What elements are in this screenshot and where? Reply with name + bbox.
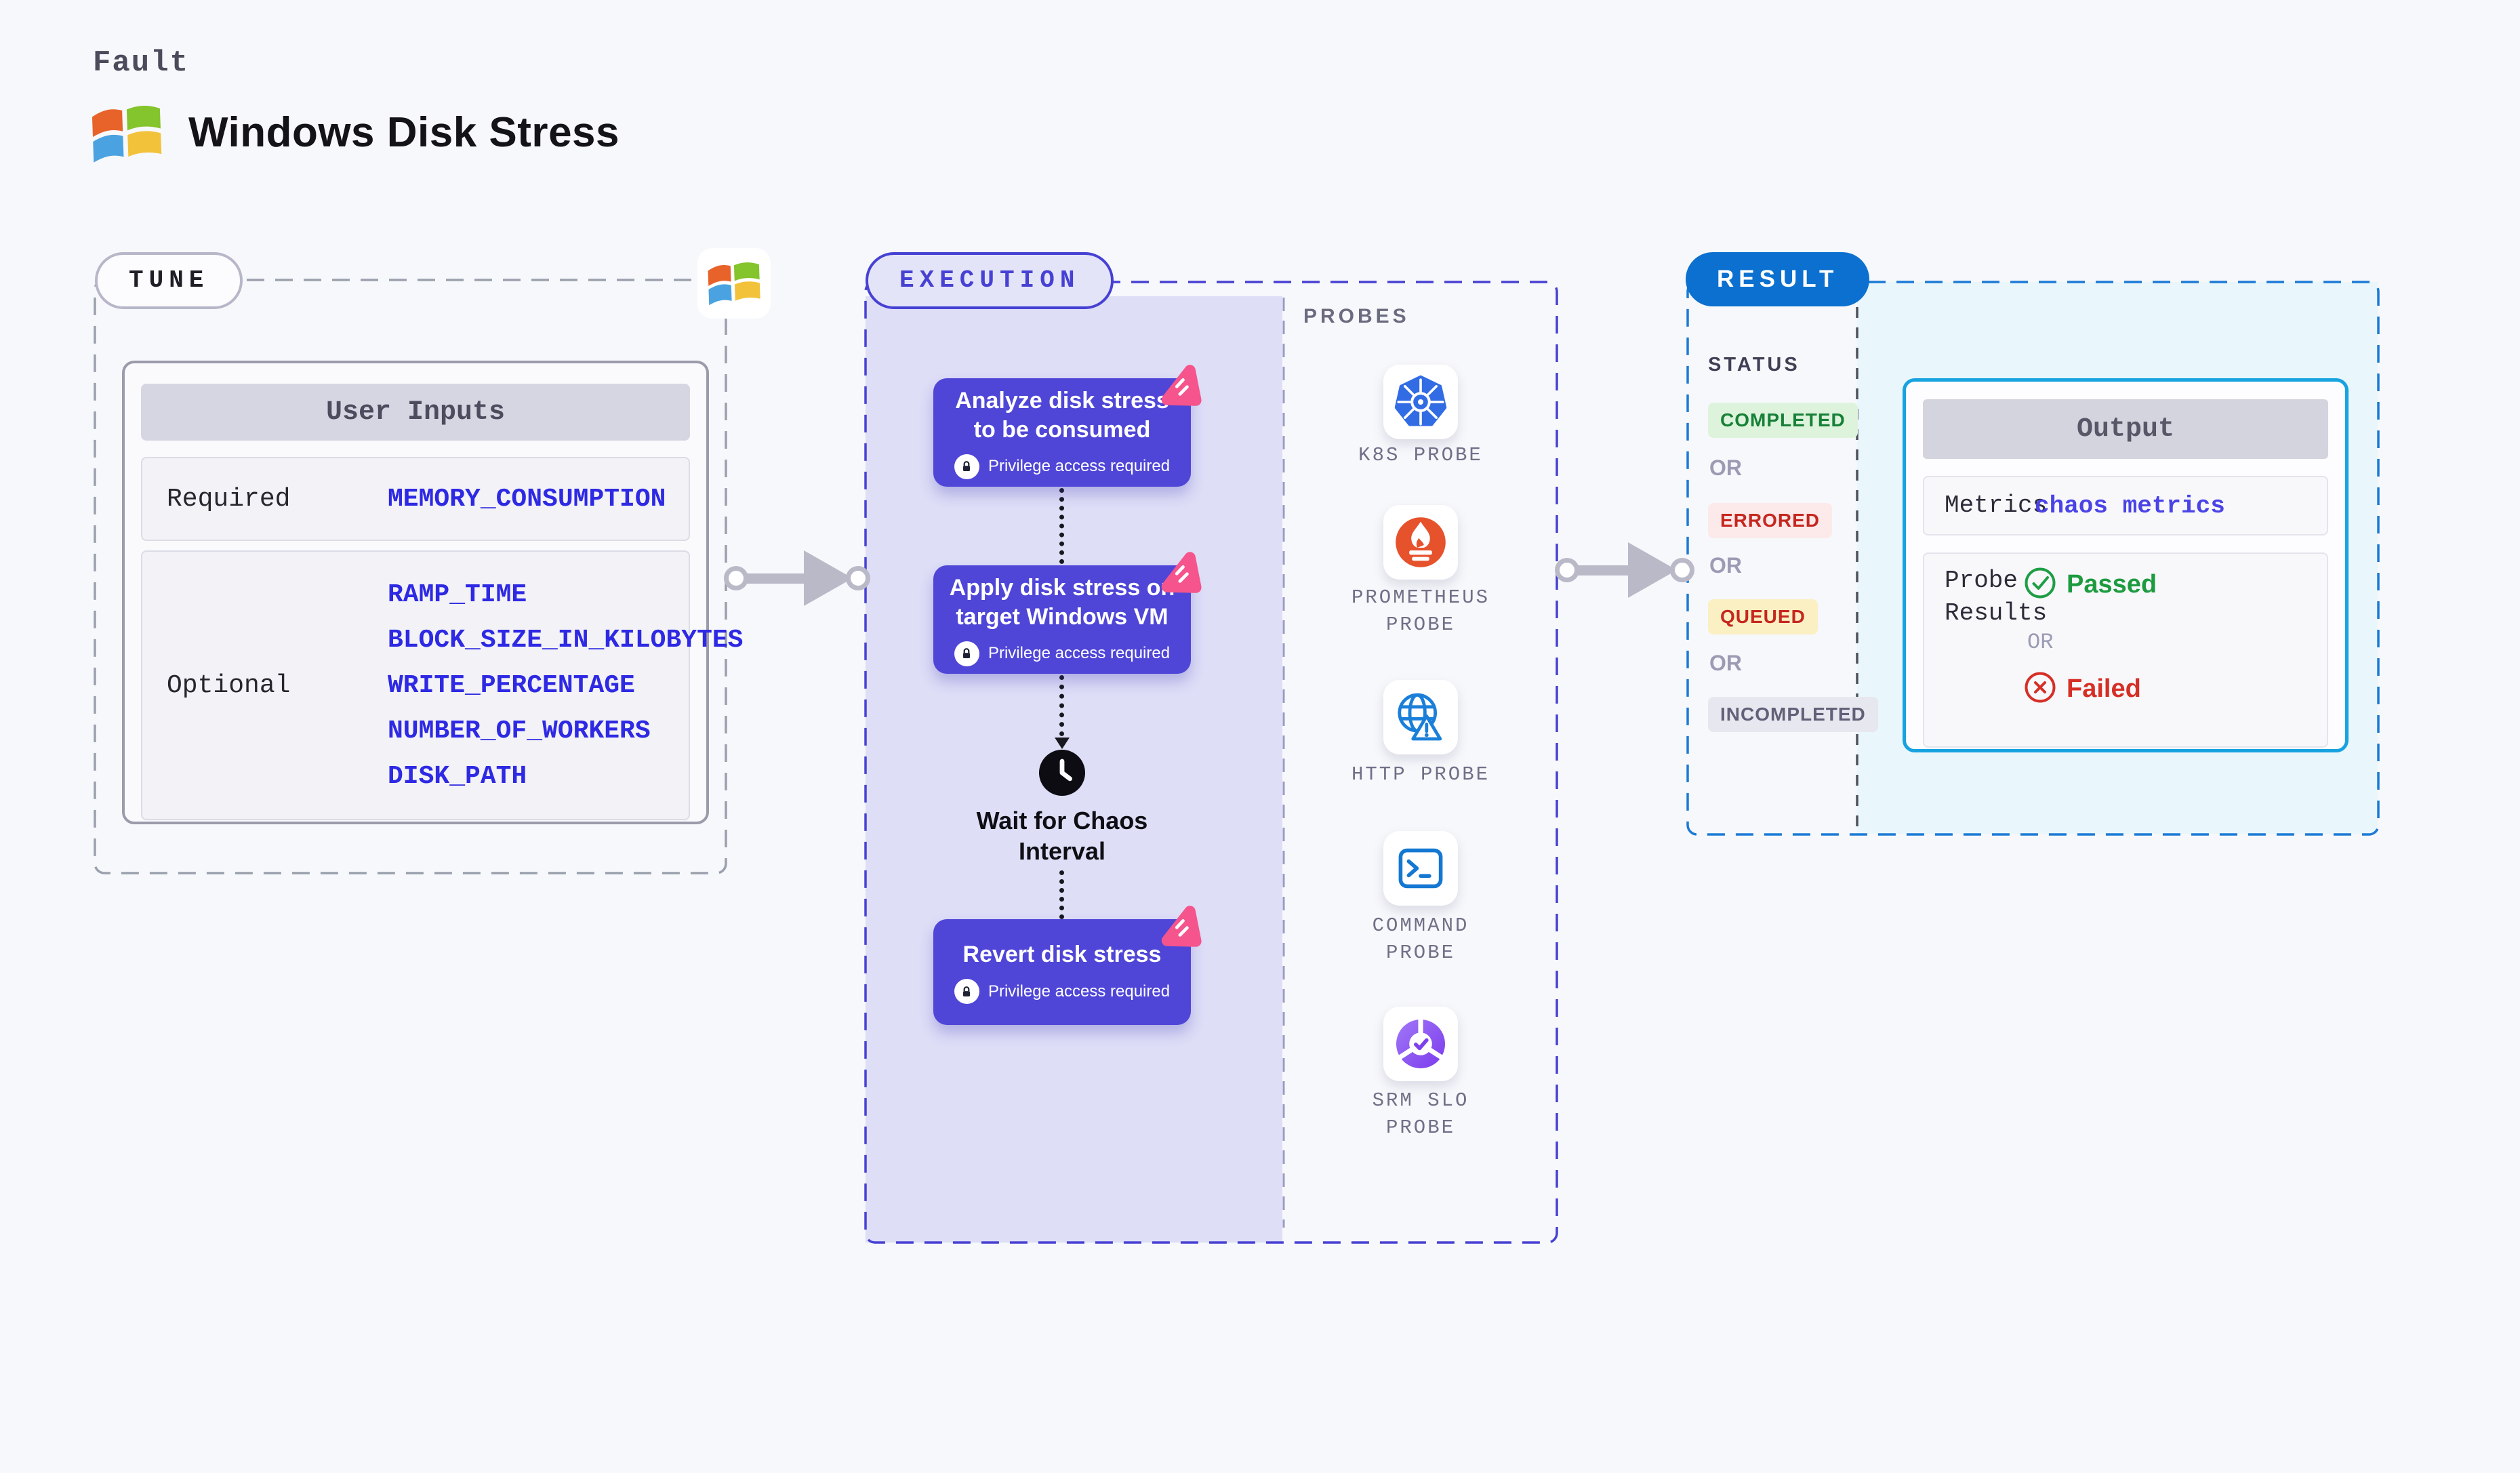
step-title-line: to be consumed (973, 416, 1151, 443)
output-header: Output (1923, 399, 2328, 459)
result-pill: RESULT (1686, 252, 1870, 306)
step-apply-disk-stress: Apply disk stress on target Windows VM P… (933, 552, 1202, 674)
privilege-note: Privilege access required (954, 641, 1170, 666)
status-badge-completed: COMPLETED (1708, 403, 1858, 438)
metrics-row: Metrics chaos metrics (1923, 476, 2328, 536)
page-title: Windows Disk Stress (188, 109, 620, 156)
probe-label-command: COMMAND PROBE (1372, 914, 1469, 964)
probe-label-http: HTTP PROBE (1351, 763, 1490, 786)
flow-connector (1059, 870, 1064, 919)
slo-gauge-icon (1383, 1007, 1458, 1081)
fault-kicker: Fault (93, 46, 190, 80)
lock-icon (954, 641, 979, 666)
privilege-note: Privilege access required (954, 453, 1171, 479)
required-row: Required MEMORY_CONSUMPTION (141, 457, 690, 541)
flow-connector (1059, 675, 1064, 736)
output-card: Output Metrics chaos metrics Probe Resul… (1903, 378, 2349, 752)
or-separator: OR (1709, 651, 1742, 675)
user-inputs-table: User Inputs Required MEMORY_CONSUMPTION … (122, 361, 744, 824)
clock-icon (1039, 750, 1085, 796)
step-title-line: target Windows VM (956, 603, 1168, 630)
step-title-line: Apply disk stress on (949, 574, 1175, 601)
lock-icon (954, 453, 979, 479)
status-title: STATUS (1708, 354, 1800, 376)
probe-label-srm-slo: SRM SLO PROBE (1372, 1089, 1469, 1139)
param-ramp-time: RAMP_TIME (388, 580, 527, 609)
or-separator: OR (1709, 553, 1742, 578)
probe-results-label: Probe Results (1945, 567, 2048, 627)
prometheus-icon (1383, 505, 1458, 580)
arrow-tune-to-execution (724, 549, 870, 607)
globe-warning-icon (1383, 680, 1458, 754)
step-title-line: Revert disk stress (962, 942, 1162, 967)
status-badge-errored: ERRORED (1708, 503, 1833, 538)
lock-icon (954, 979, 979, 1004)
chaos-experiment-icon (1154, 548, 1204, 599)
probes-title: PROBES (1303, 305, 1410, 327)
probe-label-k8s: K8S PROBE (1358, 444, 1483, 466)
check-circle-icon (2023, 566, 2057, 600)
privilege-note-text: Privilege access required (988, 457, 1171, 475)
status-badge-queued: QUEUED (1708, 599, 1818, 634)
chaos-experiment-icon (1154, 902, 1204, 953)
windows-logo-icon (88, 95, 165, 172)
privilege-note-text: Privilege access required (988, 644, 1171, 662)
or-separator: OR (2027, 630, 2054, 655)
flow-arrowhead (1055, 738, 1070, 749)
param-memory-consumption: MEMORY_CONSUMPTION (388, 484, 666, 514)
param-number-of-workers: NUMBER_OF_WORKERS (388, 717, 651, 746)
probe-results-row: Probe Results Passed OR Failed (1923, 552, 2328, 748)
result-dashed-border (1686, 281, 2380, 836)
or-separator: OR (1709, 456, 1742, 480)
status-badge-incompleted: INCOMPLETED (1708, 697, 1878, 732)
windows-flag-tile (697, 248, 771, 319)
optional-label: Optional (167, 670, 291, 700)
kubernetes-icon (1383, 365, 1458, 439)
x-circle-icon (2023, 670, 2057, 704)
required-label: Required (167, 484, 291, 514)
step-analyze-disk-stress: Analyze disk stress to be consumed Privi… (933, 365, 1202, 487)
optional-row: Optional RAMP_TIME BLOCK_SIZE_IN_KILOBYT… (141, 550, 744, 820)
metrics-label: Metrics (1945, 491, 2048, 519)
probe-label-prometheus: PROMETHEUS PROBE (1351, 586, 1490, 636)
execution-dashed-border (864, 281, 1558, 1244)
metrics-value: chaos metrics (2035, 491, 2225, 520)
windows-flag-icon (708, 262, 760, 306)
privilege-note-text: Privilege access required (988, 982, 1171, 1001)
param-block-size: BLOCK_SIZE_IN_KILOBYTES (388, 626, 744, 655)
param-write-percentage: WRITE_PERCENTAGE (388, 671, 635, 700)
tune-pill: TUNE (95, 252, 243, 309)
terminal-icon (1383, 831, 1458, 906)
passed-label: Passed (2067, 570, 2157, 599)
step-revert-disk-stress: Revert disk stress Privilege access requ… (933, 906, 1202, 1025)
failed-label: Failed (2067, 674, 2141, 703)
chaos-experiment-icon (1154, 361, 1204, 412)
wait-for-chaos-label: Wait for Chaos Interval (976, 807, 1148, 865)
step-title-line: Analyze disk stress (955, 387, 1169, 413)
flow-connector (1059, 488, 1064, 564)
execution-pill: EXECUTION (866, 252, 1114, 309)
privilege-note: Privilege access required (954, 979, 1170, 1004)
arrow-execution-to-result (1555, 541, 1694, 599)
user-inputs-header: User Inputs (141, 384, 690, 441)
param-disk-path: DISK_PATH (388, 762, 527, 791)
